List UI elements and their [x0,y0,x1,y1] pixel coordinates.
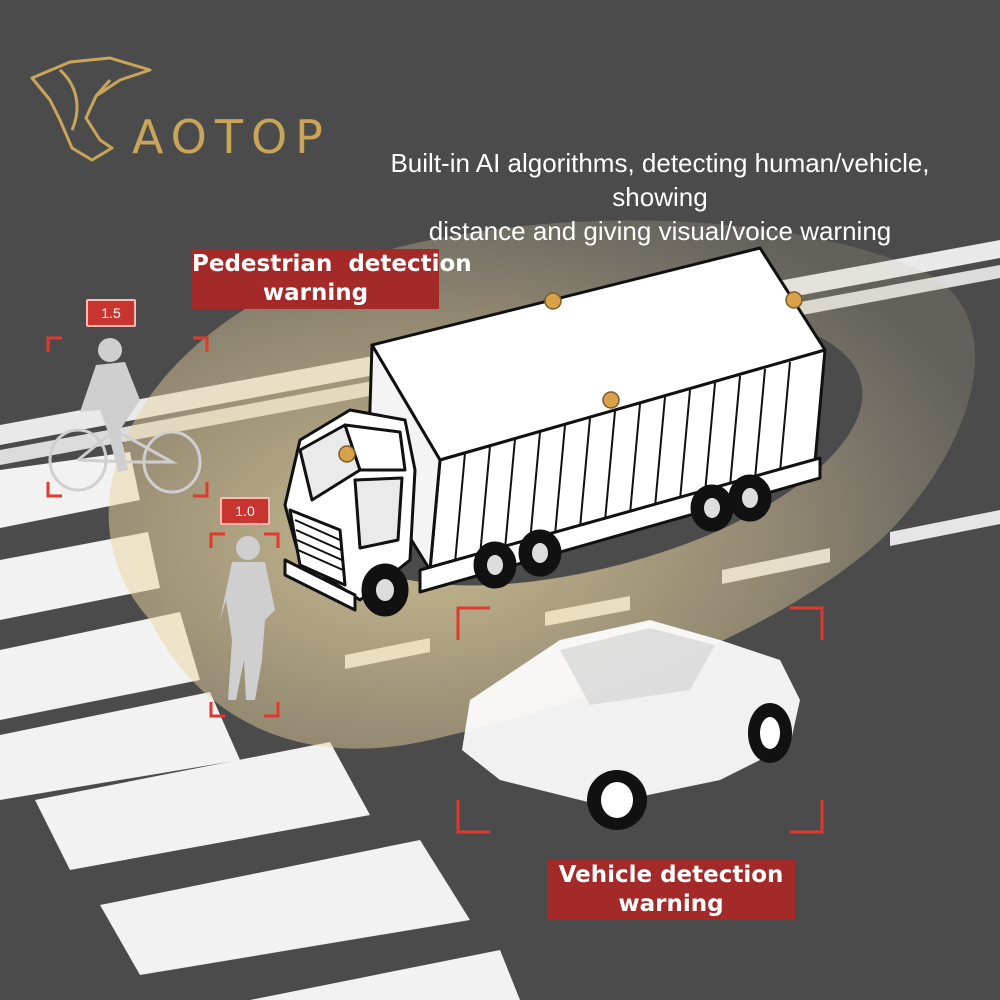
cyclist [48,338,202,494]
pedestrian-distance-badge: 1.0 [220,497,270,525]
pedestrian-label-line-1: Pedestrian detection [192,251,472,277]
vehicle-label-line-2: warning [618,891,724,917]
sensor-dot-icon [785,291,803,309]
pedestrian-detection-frame [209,532,280,718]
detection-beam [108,220,976,749]
cyclist-distance-badge: 1.5 [86,299,136,327]
sensor-dot-icon [544,292,562,310]
vehicle-detection-frame [456,606,824,834]
truck [283,246,827,617]
cyclist-detection-frame [46,336,209,498]
vehicle-warning-label: Vehicle detection warning [547,860,795,920]
sensor-dot-icon [602,391,620,409]
headline-line-2: distance and giving visual/voice warning [428,216,892,246]
brand-name: AOTOP [132,110,331,164]
pedestrian [220,536,275,700]
pedestrian-warning-label: Pedestrian detection warning [192,249,472,309]
horse-head-logo [30,56,152,162]
sensor-dot-icon [338,445,356,463]
camera-sensors [338,291,803,463]
vehicle-label-line-1: Vehicle detection [558,862,784,888]
car [462,620,800,830]
headline: Built-in AI algorithms, detecting human/… [340,146,980,248]
pedestrian-label-line-2: warning [262,280,369,306]
crosswalk [0,452,520,1000]
headline-line-1: Built-in AI algorithms, detecting human/… [390,148,930,212]
